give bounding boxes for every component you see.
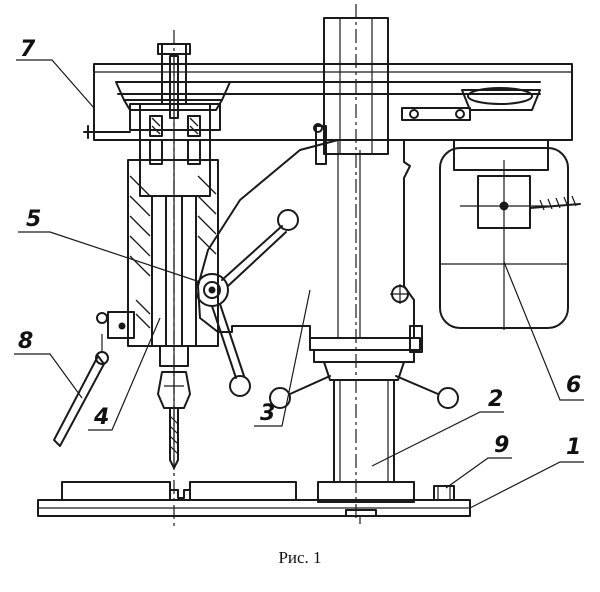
label-4: 4 — [93, 405, 109, 430]
label-6: 6 — [566, 373, 581, 398]
motor — [439, 139, 581, 330]
feed-handles — [195, 209, 459, 409]
leveling-screw — [433, 485, 455, 501]
label-3: 3 — [260, 401, 275, 426]
label-5: 5 — [26, 207, 41, 232]
leader-lines — [14, 59, 584, 509]
label-9: 9 — [494, 433, 509, 458]
centerlines — [173, 4, 357, 530]
label-1: 1 — [566, 435, 581, 460]
column — [323, 17, 395, 483]
callout-labels: 7 5 8 4 3 2 6 1 9 — [18, 37, 581, 460]
figure-caption: Рис. 1 — [278, 548, 322, 567]
spindle-head — [197, 123, 423, 381]
label-7: 7 — [20, 37, 36, 62]
handle-lever — [53, 334, 109, 447]
label-2: 2 — [488, 387, 503, 412]
base-plate — [37, 481, 471, 524]
label-8: 8 — [18, 329, 33, 354]
belt-housing — [83, 63, 573, 141]
spindle-quill — [96, 43, 221, 470]
sleeve-hatch — [129, 175, 217, 329]
